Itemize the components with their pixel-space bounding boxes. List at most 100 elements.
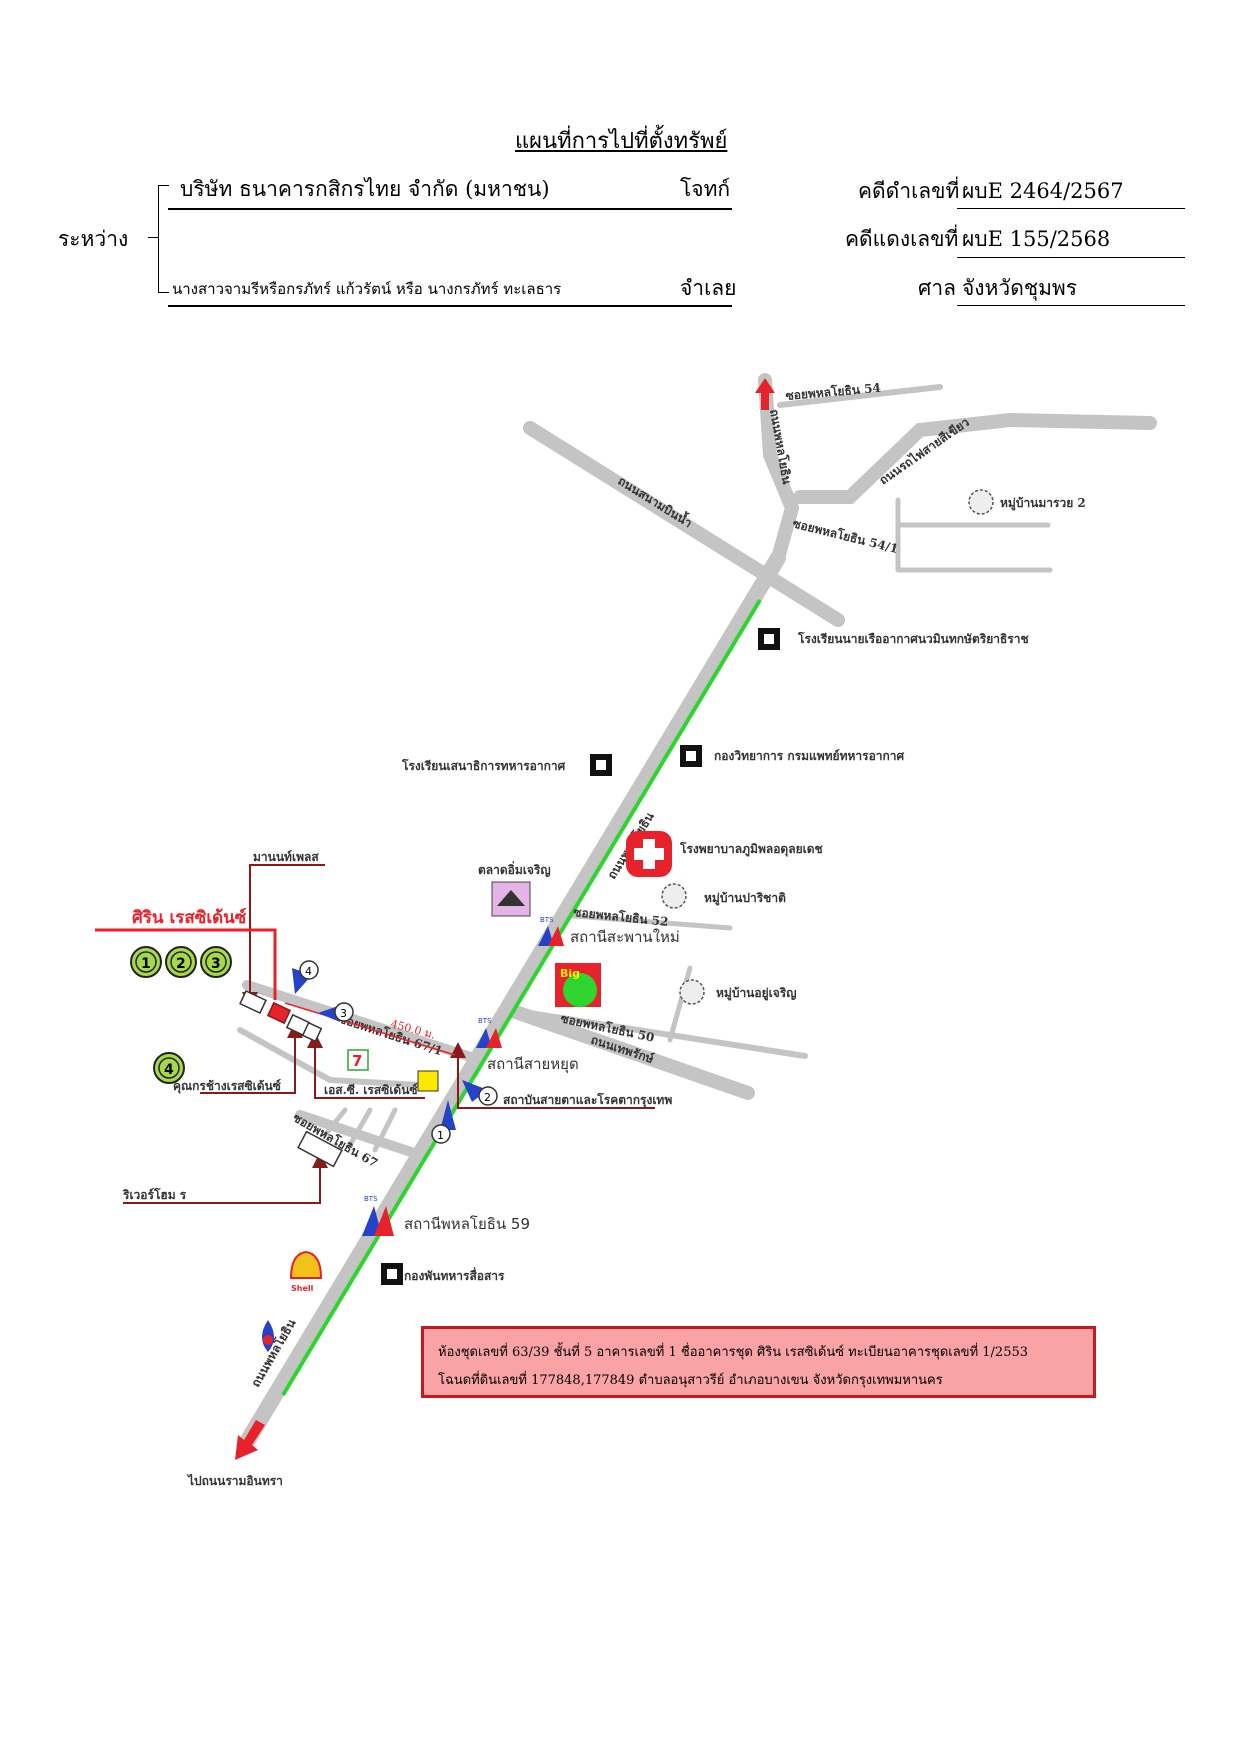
arrow-south-icon: [235, 1420, 265, 1460]
landmark-marawadee: หมู่บ้านมารวย 2: [968, 489, 1086, 515]
road-soi67: [295, 1110, 425, 1160]
road-soi54-branch: [777, 384, 943, 408]
step-3: [334, 1002, 354, 1022]
black-case-no: ผบE 2464/2567: [962, 179, 1124, 203]
label-soi54-1: ซอยพหลโยธิน 54/1: [791, 515, 900, 556]
road-yoocharoen: [667, 965, 693, 1043]
road-west-d: [347, 1107, 373, 1148]
road-labels: ซอยพหลโยธิน 54 ถนนพหลโยธิน ถนนรถไฟสายสีเ…: [248, 380, 972, 1390]
landmark-village-yoocharoen: หมู่บ้านอยู่เจริญ: [679, 979, 796, 1005]
village-icon: [679, 979, 705, 1005]
svg-text:2: 2: [484, 1091, 491, 1104]
landmark-seven-eleven: 7: [347, 1049, 369, 1071]
black-case-underline: [957, 208, 1185, 209]
svg-text:1: 1: [437, 1129, 444, 1142]
label-tv-inst: สถาบันสายตาและโรคตากรุงเทพ: [503, 1092, 672, 1108]
yellow-marker-icon: [417, 1070, 439, 1092]
landmark-air-force-school: โรงเรียนเสนาธิการทหารอากาศ: [401, 754, 612, 776]
label-signal-unit: กองพันทหารสื่อสาร: [404, 1267, 505, 1283]
step-4: [299, 960, 319, 980]
label-air-force-school: โรงเรียนเสนาธิการทหารอากาศ: [401, 758, 566, 773]
label-riverside: ริเวอร์โฮม ร: [122, 1187, 186, 1202]
svg-text:3: 3: [340, 1007, 347, 1020]
black-case-label: คดีดำเลขที่: [858, 179, 960, 203]
arrow-north-icon: [755, 378, 775, 410]
landmark-shell: Shell: [289, 1250, 323, 1293]
route-riverside: [123, 1152, 328, 1204]
buildings: [239, 990, 343, 1168]
seven-eleven-icon: [347, 1049, 369, 1071]
landmark-hospital: โรงพยาบาลภูมิพลอดุลยเดช: [626, 831, 823, 877]
road-soi50: [507, 1007, 808, 1059]
svg-text:1: 1: [141, 956, 151, 972]
label-market: ตลาดอิ่มเจริญ: [478, 861, 551, 877]
court-name: จังหวัดชุมพร: [962, 276, 1078, 300]
defendant-underline: [168, 305, 732, 307]
route-tv: [450, 1042, 655, 1109]
market-icon: [491, 881, 531, 917]
property-info-box: ห้องชุดเลขที่ 63/39 ชั้นที่ 5 อาคารเลขที…: [421, 1326, 1096, 1398]
badge-group: 1 2 3 4: [130, 946, 232, 1084]
party-bracket-tick: [148, 237, 158, 238]
between-label: ระหว่าง: [58, 227, 129, 251]
court-label: ศาล: [918, 276, 956, 300]
road-west-b: [327, 1077, 423, 1088]
step-2: [478, 1086, 498, 1106]
red-case-label: คดีแดงเลขที่: [845, 227, 959, 251]
label-saphan-mai: สถานีสะพานใหม่: [570, 928, 680, 946]
label-soi52: ซอยพหลโยธิน 52: [573, 904, 669, 929]
red-case-no: ผบE 155/2568: [962, 227, 1111, 251]
label-manont-place: มานนท์เพลส: [253, 850, 319, 864]
step-1: [431, 1124, 451, 1144]
label-sanambin: ถนนสนามบินน้ำ: [615, 471, 696, 530]
label-ghq-residence: คุณกรช้างเรสซิเด้นซ์: [173, 1079, 281, 1094]
label-medical-dept: กองวิทยาการ กรมแพทย์ทหารอากาศ: [714, 749, 905, 763]
label-to-ramintra: ไปถนนรามอินทรา: [186, 1473, 283, 1488]
court-underline: [957, 305, 1185, 306]
route-target: [95, 928, 277, 1000]
step-2-pointer-icon: [462, 1080, 488, 1102]
road-thepharak: [503, 1003, 755, 1100]
page-title: แผนที่การไปที่ตั้งทรัพย์: [515, 129, 728, 154]
building-target: [266, 1001, 292, 1025]
landmark-big-c: Big: [555, 963, 601, 1007]
road-railway: [793, 412, 1157, 504]
plaintiff-role: โจทก์: [680, 177, 731, 201]
distance-line: [284, 1002, 456, 1056]
route-manont: [242, 864, 325, 1008]
defendant-name: นางสาวจามรีหรือกรภัทร์ แก้วรัตน์ หรือ นา…: [172, 280, 562, 298]
road-soi52: [559, 912, 733, 931]
station-sai-yud: BTS สถานีสายหยุด: [476, 1017, 579, 1074]
building-manont: [239, 990, 267, 1014]
step-1-pointer-icon: [440, 1100, 456, 1130]
village-icon: [661, 883, 687, 909]
label-phahonyothin59: สถานีพหลโยธิน 59: [404, 1215, 530, 1233]
road-network: [237, 373, 1157, 1448]
bigc-text: Big: [560, 967, 580, 980]
label-village-pranee: หมู่บ้านปาริชาติ: [704, 891, 786, 906]
landmark-market: ตลาดอิ่มเจริญ: [478, 861, 551, 917]
svg-text:2: 2: [176, 956, 186, 972]
road-soi67-1: [242, 980, 485, 1065]
station-phahonyothin59: BTS สถานีพหลโยธิน 59: [362, 1195, 530, 1236]
building-sc: [301, 1021, 323, 1043]
property-line-2: โฉนดที่ดินเลขที่ 177848,177849 ตำบลอนุสา…: [438, 1373, 943, 1388]
station-saphan-mai: BTS สถานีสะพานใหม่: [538, 916, 680, 946]
bts-line: [281, 598, 762, 1397]
step-markers: 1 2 3 4: [292, 960, 498, 1144]
label-hospital: โรงพยาบาลภูมิพลอดุลยเดช: [679, 841, 823, 857]
defendant-role: จำเลย: [680, 276, 737, 300]
landmark-medical-dept: กองวิทยาการ กรมแพทย์ทหารอากาศ: [680, 745, 905, 767]
svg-text:7: 7: [352, 1052, 362, 1070]
label-target: ศิริน เรสซิเด้นซ์: [132, 907, 247, 928]
plaintiff-underline: [168, 208, 732, 210]
label-village-marawadee: หมู่บ้านมารวย 2: [1000, 496, 1086, 511]
bts-icon: [538, 926, 554, 946]
party-bracket: [158, 185, 169, 293]
svg-text:4: 4: [164, 1062, 174, 1078]
route-sc: [307, 1032, 425, 1099]
route-ghq: [200, 1022, 303, 1094]
label-sc-residence: เอส.ซี. เรสซิเด้นซ์: [324, 1083, 418, 1097]
svg-text:3: 3: [211, 956, 221, 972]
landmark-ptt: [262, 1320, 274, 1352]
